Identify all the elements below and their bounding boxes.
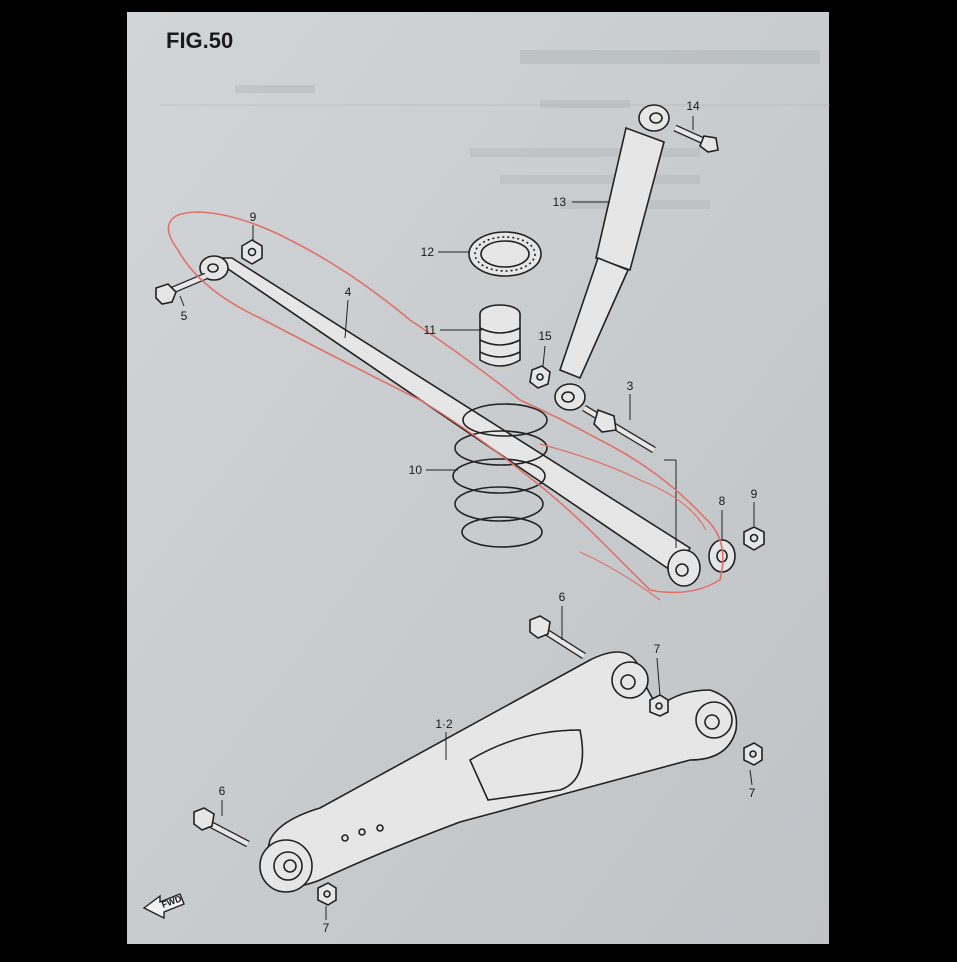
callout-3: 3 xyxy=(627,379,634,393)
callout-14: 14 xyxy=(686,99,700,113)
callout-1-2: 1·2 xyxy=(435,717,453,731)
callout-13: 13 xyxy=(553,195,567,209)
part-4-lateral-rod xyxy=(199,255,701,587)
callout-5: 5 xyxy=(181,309,188,323)
part-9-nut-lower xyxy=(743,526,765,551)
fwd-arrow: FWD xyxy=(142,893,185,920)
leader-lines xyxy=(179,116,755,920)
part-7-nut-b xyxy=(743,742,763,766)
callout-12: 12 xyxy=(421,245,435,259)
part-3-bolt xyxy=(582,404,656,454)
part-9-nut-upper xyxy=(241,239,263,265)
callout-7-b: 7 xyxy=(749,786,756,800)
part-14-bolt xyxy=(673,124,719,153)
part-12-spring-seat xyxy=(468,231,542,277)
part-6-bolt-lower xyxy=(193,807,250,848)
callout-8: 8 xyxy=(719,494,726,508)
part-7-nut-c xyxy=(317,882,337,906)
callout-11: 11 xyxy=(424,323,437,337)
part-13-shock-absorber xyxy=(554,104,670,411)
callout-7-a: 7 xyxy=(654,642,661,656)
callout-10: 10 xyxy=(409,463,423,477)
callout-6-upper: 6 xyxy=(559,590,566,604)
callout-6-lower: 6 xyxy=(219,784,226,798)
callout-15: 15 xyxy=(538,329,552,343)
figure-title: FIG.50 xyxy=(166,28,233,53)
part-10-coil-spring xyxy=(452,403,548,548)
callout-7-c: 7 xyxy=(323,921,330,935)
callout-4: 4 xyxy=(345,285,352,299)
callout-9-upper: 9 xyxy=(250,210,257,224)
part-1-2-trailing-arm xyxy=(259,651,738,893)
part-11-bump-stop xyxy=(479,304,521,367)
part-15-nut xyxy=(529,365,551,389)
part-6-bolt-upper xyxy=(529,615,586,659)
highlight-outline xyxy=(167,211,724,601)
callout-9-lower: 9 xyxy=(751,487,758,501)
part-7-nut-a xyxy=(649,694,669,717)
